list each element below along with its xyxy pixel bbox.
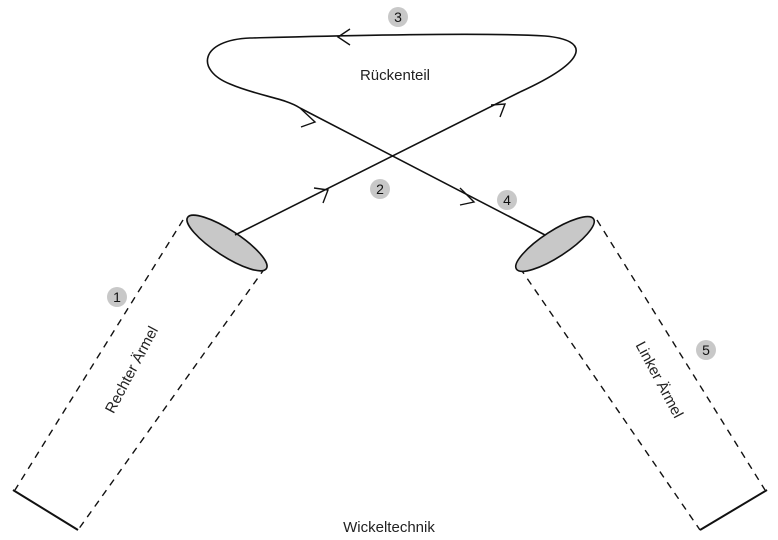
step-badge-4-text: 4: [503, 192, 511, 208]
wrap-line-down: [299, 107, 546, 236]
wrap-path: [206, 28, 577, 236]
right-sleeve: Rechter Ärmel: [12, 214, 268, 531]
step-badge-1-circle: [107, 287, 127, 307]
arrow-down-lower: [459, 187, 476, 206]
left-sleeve-cuff: [514, 215, 596, 273]
arrow-up-upper: [490, 103, 507, 118]
back-label: Rückenteil: [360, 67, 430, 84]
step-badge-2: 2: [370, 179, 390, 199]
left-sleeve-label: Linker Ärmel: [632, 339, 687, 421]
left-sleeve-hem: [699, 489, 768, 531]
right-sleeve-cuff: [186, 214, 268, 272]
right-sleeve-outline-outer: [14, 219, 184, 491]
right-sleeve-outline-inner: [77, 267, 266, 531]
wrap-line-up: [234, 91, 521, 236]
wrap-loop: [206, 33, 577, 109]
step-badge-1-text: 1: [113, 289, 121, 305]
arrow-up-lower: [313, 187, 329, 204]
step-badge-3: 3: [388, 7, 408, 27]
step-badge-4: 4: [497, 190, 517, 210]
step-badge-5-text: 5: [702, 342, 710, 358]
step-badge-2-circle: [370, 179, 390, 199]
step-badge-3-text: 3: [394, 9, 402, 25]
step-badge-5: 5: [696, 340, 716, 360]
arrow-down-upper: [299, 107, 317, 128]
diagram-caption: Wickeltechnik: [343, 519, 435, 536]
step-badge-1: 1: [107, 287, 127, 307]
step-badge-2-text: 2: [376, 181, 384, 197]
arrow-loop-top: [336, 28, 351, 46]
left-sleeve: Linker Ärmel: [514, 215, 768, 531]
right-sleeve-hem: [12, 489, 79, 531]
left-sleeve-outline-outer: [596, 219, 766, 491]
step-badge-5-circle: [696, 340, 716, 360]
left-sleeve-outline-inner: [519, 267, 701, 531]
step-badge-3-circle: [388, 7, 408, 27]
step-badge-4-circle: [497, 190, 517, 210]
right-sleeve-label: Rechter Ärmel: [102, 324, 162, 417]
